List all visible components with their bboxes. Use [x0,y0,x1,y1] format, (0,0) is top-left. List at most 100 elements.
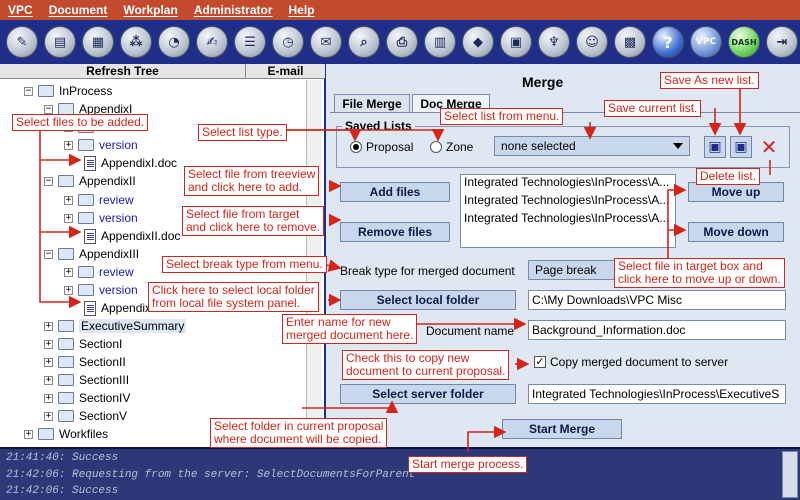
list-item[interactable]: Integrated Technologies\InProcess\A... [464,211,670,225]
move-down-button[interactable]: Move down [688,222,784,242]
menu-administrator[interactable]: Administrator [193,3,273,17]
tab-file-merge[interactable]: File Merge [334,94,410,112]
palette-icon[interactable]: ▦ [82,26,114,58]
folder-icon [58,248,74,260]
tree-node-executivesummary[interactable]: +ExecutiveSummary [44,319,187,333]
select-server-folder-button[interactable]: Select server folder [340,384,516,404]
save-list-button[interactable]: ▣ [704,136,726,158]
log-line: 21:41:40: Success [6,452,119,464]
tab-doc-merge[interactable]: Doc Merge [412,94,490,112]
tree-node-sectionv[interactable]: +SectionV [44,409,128,423]
email-button[interactable]: E-mail [245,64,325,79]
tree-node-appendixii-doc[interactable]: AppendixII.doc [84,227,180,245]
folder-icon [78,284,94,296]
tree-node-review[interactable]: +review [64,265,134,279]
delete-list-button[interactable]: ✕ [758,135,780,159]
toolbar: ✎ ▤ ▦ ⁂ ◔ ✍ ☰ ◷ ✉ ⌕ ⎙ ▥ ◆ ▣ ♆ ☺ ▩ ? VPC … [0,20,800,64]
monitor-icon[interactable]: ▣ [500,26,532,58]
antenna-icon[interactable]: ♆ [538,26,570,58]
expand-icon[interactable]: + [64,139,73,150]
saved-list-select[interactable]: none selected [494,136,690,156]
note-server-folder: Select folder in current proposal where … [210,418,388,448]
tree-node-version[interactable]: +version [64,138,138,152]
calculator-icon[interactable]: ▩ [614,26,646,58]
tree-node-sectioni[interactable]: +SectionI [44,337,123,351]
log-scrollbar[interactable] [782,451,798,498]
clock-doc-icon[interactable]: ◔ [158,26,190,58]
document-icon [84,155,96,171]
saved-lists-group [336,126,790,168]
remove-files-button[interactable]: Remove files [340,222,450,242]
add-files-button[interactable]: Add files [340,182,450,202]
tree-node-review[interactable]: +review [64,193,134,207]
local-folder-field[interactable]: C:\My Downloads\VPC Misc [528,290,786,310]
users-icon[interactable]: ☺ [576,26,608,58]
expand-icon[interactable]: + [44,320,53,331]
menu-document[interactable]: Document [48,3,108,17]
list-item[interactable]: Integrated Technologies\InProcess\A... [464,193,670,207]
list-icon[interactable]: ☰ [234,26,266,58]
tree-node-workfiles[interactable]: +Workfiles [24,427,109,441]
expand-icon[interactable]: + [44,356,53,367]
documents-icon[interactable]: ▤ [44,26,76,58]
expand-icon[interactable]: + [24,428,33,439]
break-type-select[interactable]: Page break [528,260,638,280]
expand-icon[interactable]: + [64,212,73,223]
collapse-icon[interactable]: − [44,248,53,259]
save-as-list-button[interactable]: ▣ [730,136,752,158]
exit-icon[interactable]: ⇥ [766,26,798,58]
tree-node-appendixi-doc[interactable]: AppendixI.doc [84,154,177,172]
server-folder-field[interactable]: Integrated Technologies\InProcess\Execut… [528,384,786,404]
tree-node-appendixiii[interactable]: −AppendixIII [44,247,140,261]
menu-vpc[interactable]: VPC [8,3,33,17]
tree-node-appendixi[interactable]: −AppendixI [44,102,133,116]
help-icon[interactable]: ? [652,26,684,58]
copy-to-server-checkbox[interactable]: ✓ [534,355,546,368]
zone-radio[interactable] [430,141,442,153]
proposal-label: Proposal [366,140,414,154]
colors-icon[interactable]: ◆ [462,26,494,58]
expand-icon[interactable]: + [64,284,73,295]
tree-node-version[interactable]: +version [64,211,138,225]
vpc-icon[interactable]: VPC [690,26,722,58]
printer-icon[interactable]: ⎙ [386,26,418,58]
collapse-icon[interactable]: − [44,175,53,186]
edit-icon[interactable]: ✎ [6,26,38,58]
proposal-radio[interactable] [350,141,362,153]
select-local-folder-button[interactable]: Select local folder [340,290,516,310]
expand-icon[interactable]: + [64,266,73,277]
notepad-icon[interactable]: ✍ [196,26,228,58]
network-icon[interactable]: ⁂ [120,26,152,58]
note-start: Start merge process. [408,456,528,473]
move-up-button[interactable]: Move up [688,182,784,202]
collapse-icon[interactable]: − [44,103,53,114]
list-item[interactable]: Integrated Technologies\InProcess\A... [464,175,670,189]
expand-icon[interactable]: + [64,194,73,205]
note-remove-from-target: Select file from target and click here t… [182,206,325,236]
tree-node-version[interactable]: +version [64,283,138,297]
tree-node-sectionii[interactable]: +SectionII [44,355,126,369]
target-files-list[interactable]: Integrated Technologies\InProcess\A... I… [460,174,676,248]
tree-node-sectioniii[interactable]: +SectionIII [44,373,130,387]
refresh-tree-button[interactable]: Refresh Tree [0,64,245,79]
tree-node-sectioniv[interactable]: +SectionIV [44,391,131,405]
expand-icon[interactable]: + [44,374,53,385]
folder-icon [58,338,74,350]
clock-icon[interactable]: ◷ [272,26,304,58]
start-merge-button[interactable]: Start Merge [502,419,622,439]
document-name-field[interactable]: Background_Information.doc [528,320,786,340]
search-icon[interactable]: ⌕ [348,26,380,58]
expand-icon[interactable]: + [44,410,53,421]
collapse-icon[interactable]: − [24,85,33,96]
expand-icon[interactable]: + [44,392,53,403]
tree-node-appendixii[interactable]: −AppendixII [44,174,136,188]
tree-node-inprocess[interactable]: −InProcess [24,84,113,98]
menu-workplan[interactable]: Workplan [123,3,178,17]
expand-icon[interactable]: + [44,338,53,349]
note-save-as: Save As new list. [660,72,759,89]
dash-icon[interactable]: DASH [728,26,760,58]
mail-icon[interactable]: ✉ [310,26,342,58]
menu-help[interactable]: Help [288,3,315,17]
note-break-type: Select break type from menu. [162,256,327,273]
book-icon[interactable]: ▥ [424,26,456,58]
